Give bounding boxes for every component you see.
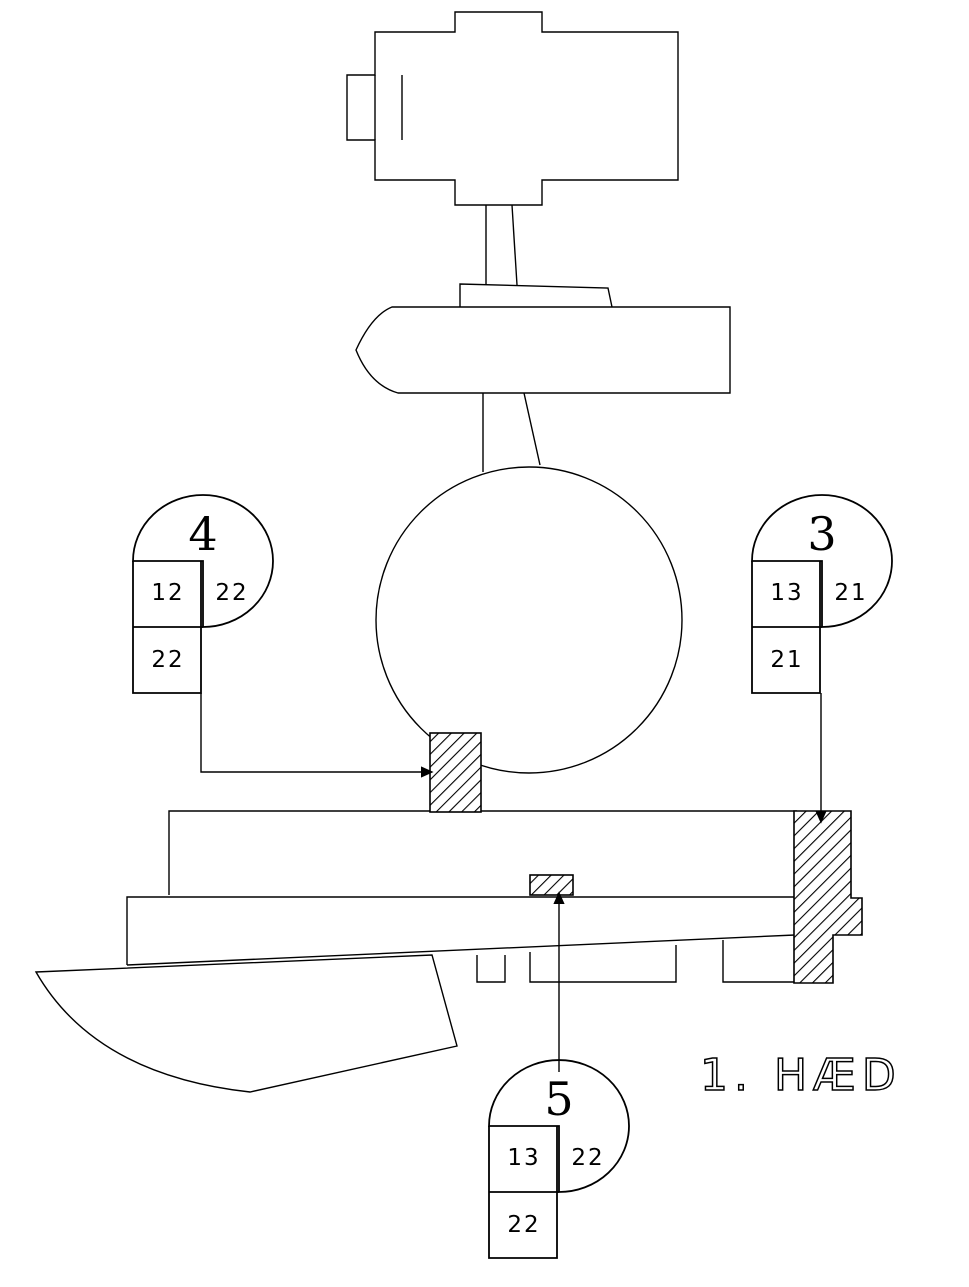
tag-3-top-left: 13 — [770, 580, 803, 606]
tag-3-number: 3 — [807, 507, 836, 561]
tag-3-bottom: 21 — [770, 647, 803, 673]
floor-label: 1. HÆD — [700, 1050, 902, 1101]
tag-4-top-right: 22 — [215, 580, 248, 606]
tag-5-top-right: 22 — [571, 1145, 604, 1171]
top-cross-room — [346, 11, 679, 206]
tag-3-top-right: 21 — [834, 580, 867, 606]
upper-corridor-right-wall — [511, 204, 518, 286]
main-block-upper — [168, 810, 797, 895]
leader-tag-4 — [200, 693, 434, 778]
hatched-wall-right — [793, 810, 863, 984]
hatched-column-left — [429, 732, 482, 813]
lower-corridor-right-wall — [523, 392, 541, 466]
tag-4-top-left: 12 — [151, 580, 184, 606]
tag-4-bottom: 22 — [151, 647, 184, 673]
bay-3 — [722, 940, 797, 983]
tag-5-top-left: 13 — [507, 1145, 540, 1171]
tag-4-number: 4 — [188, 507, 217, 561]
tag-5-number: 5 — [544, 1072, 573, 1126]
main-block-lower — [126, 896, 797, 965]
tag-4: 4 12 22 22 — [132, 494, 274, 694]
tag-5-bottom: 22 — [507, 1212, 540, 1238]
hatched-small-block — [529, 874, 574, 896]
curved-wing — [34, 954, 458, 1093]
circular-hall — [375, 466, 683, 774]
bay-2 — [529, 945, 677, 983]
tag-3: 3 13 21 21 — [751, 494, 893, 694]
bay-1 — [476, 955, 506, 983]
boat-shaped-wing — [355, 306, 731, 394]
boat-top-lip — [459, 283, 613, 308]
main-block-bottom-edge — [126, 934, 796, 966]
tag-5: 5 13 22 22 — [488, 1059, 630, 1259]
